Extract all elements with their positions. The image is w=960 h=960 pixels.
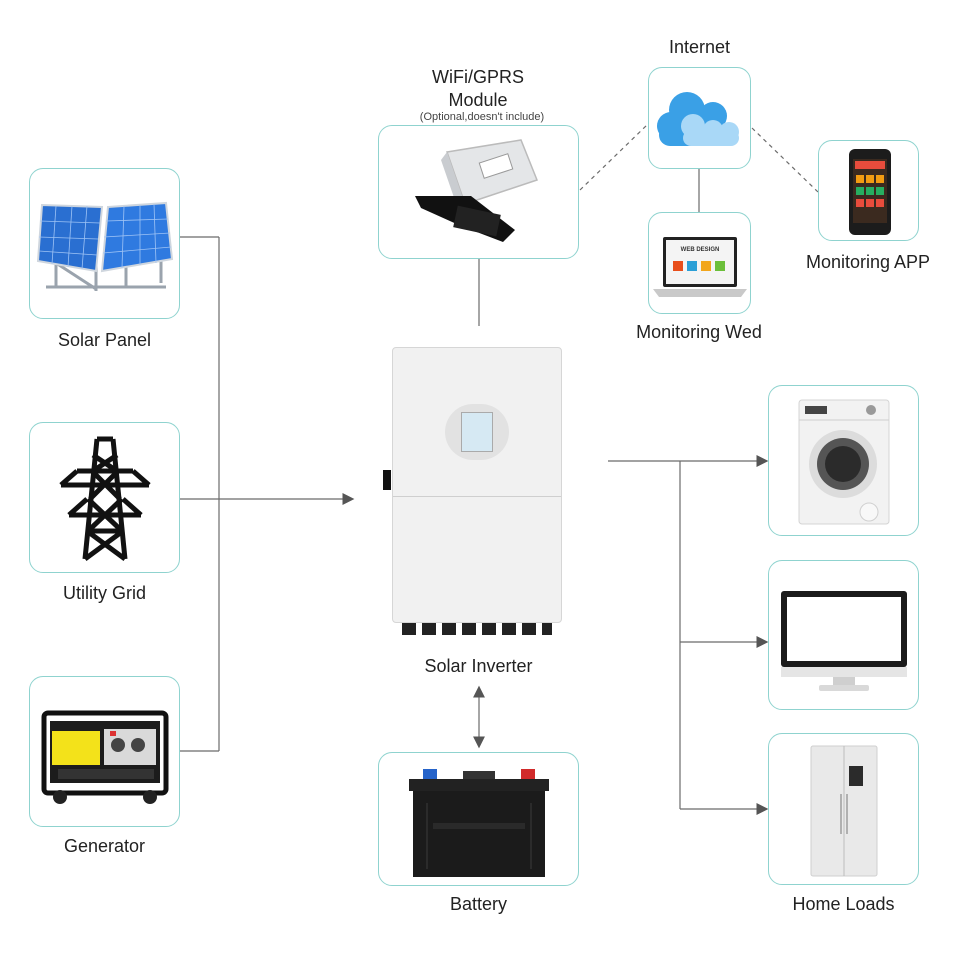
monitor-icon	[781, 591, 907, 691]
monitoring-web-label: Monitoring Wed	[636, 322, 762, 342]
monitoring-web-card: WEB DESIGN	[648, 212, 751, 314]
monitoring-app-card	[818, 140, 919, 241]
wifi-module-title-line2: Module	[448, 90, 508, 110]
cloud-icon	[657, 92, 739, 146]
refrigerator-icon	[810, 745, 878, 877]
home-loads-label: Home Loads	[792, 894, 895, 914]
inverter-divider	[393, 496, 561, 497]
inverter-label: Solar Inverter	[424, 656, 533, 676]
power-tower-icon	[59, 436, 151, 562]
solar-panel-label: Solar Panel	[57, 330, 152, 350]
solar-panel-icon	[36, 201, 174, 291]
solar-panel-card	[29, 168, 180, 319]
inverter-terminals	[402, 623, 552, 635]
line-wifi-to-internet	[579, 123, 649, 191]
inverter-screen	[461, 412, 493, 452]
generator-label: Generator	[63, 836, 146, 856]
internet-label: Internet	[668, 37, 731, 57]
internet-card	[648, 67, 751, 169]
monitor-card	[768, 560, 919, 710]
battery-label: Battery	[449, 894, 508, 914]
line-internet-to-app	[751, 127, 819, 193]
battery-icon	[409, 769, 549, 877]
wifi-module-title-line1: WiFi/GPRS	[432, 67, 524, 87]
utility-grid-label: Utility Grid	[62, 583, 146, 603]
wifi-dongle-icon	[415, 139, 538, 242]
web-design-screen-text: WEB DESIGN	[680, 247, 720, 253]
smartphone-icon	[849, 149, 891, 235]
solar-inverter	[383, 347, 562, 623]
washing-machine-card	[768, 385, 919, 536]
refrigerator-card	[768, 733, 919, 885]
battery-card	[378, 752, 579, 886]
monitoring-app-label: Monitoring APP	[805, 252, 931, 272]
generator-icon	[41, 710, 169, 804]
inverter-side-switch	[383, 470, 391, 490]
generator-card	[29, 676, 180, 827]
laptop-icon	[653, 237, 747, 297]
washing-machine-icon	[798, 399, 890, 525]
utility-grid-card	[29, 422, 180, 573]
wifi-module-card	[378, 125, 579, 259]
wifi-module-note: (Optional,doesn't include)	[419, 111, 545, 123]
